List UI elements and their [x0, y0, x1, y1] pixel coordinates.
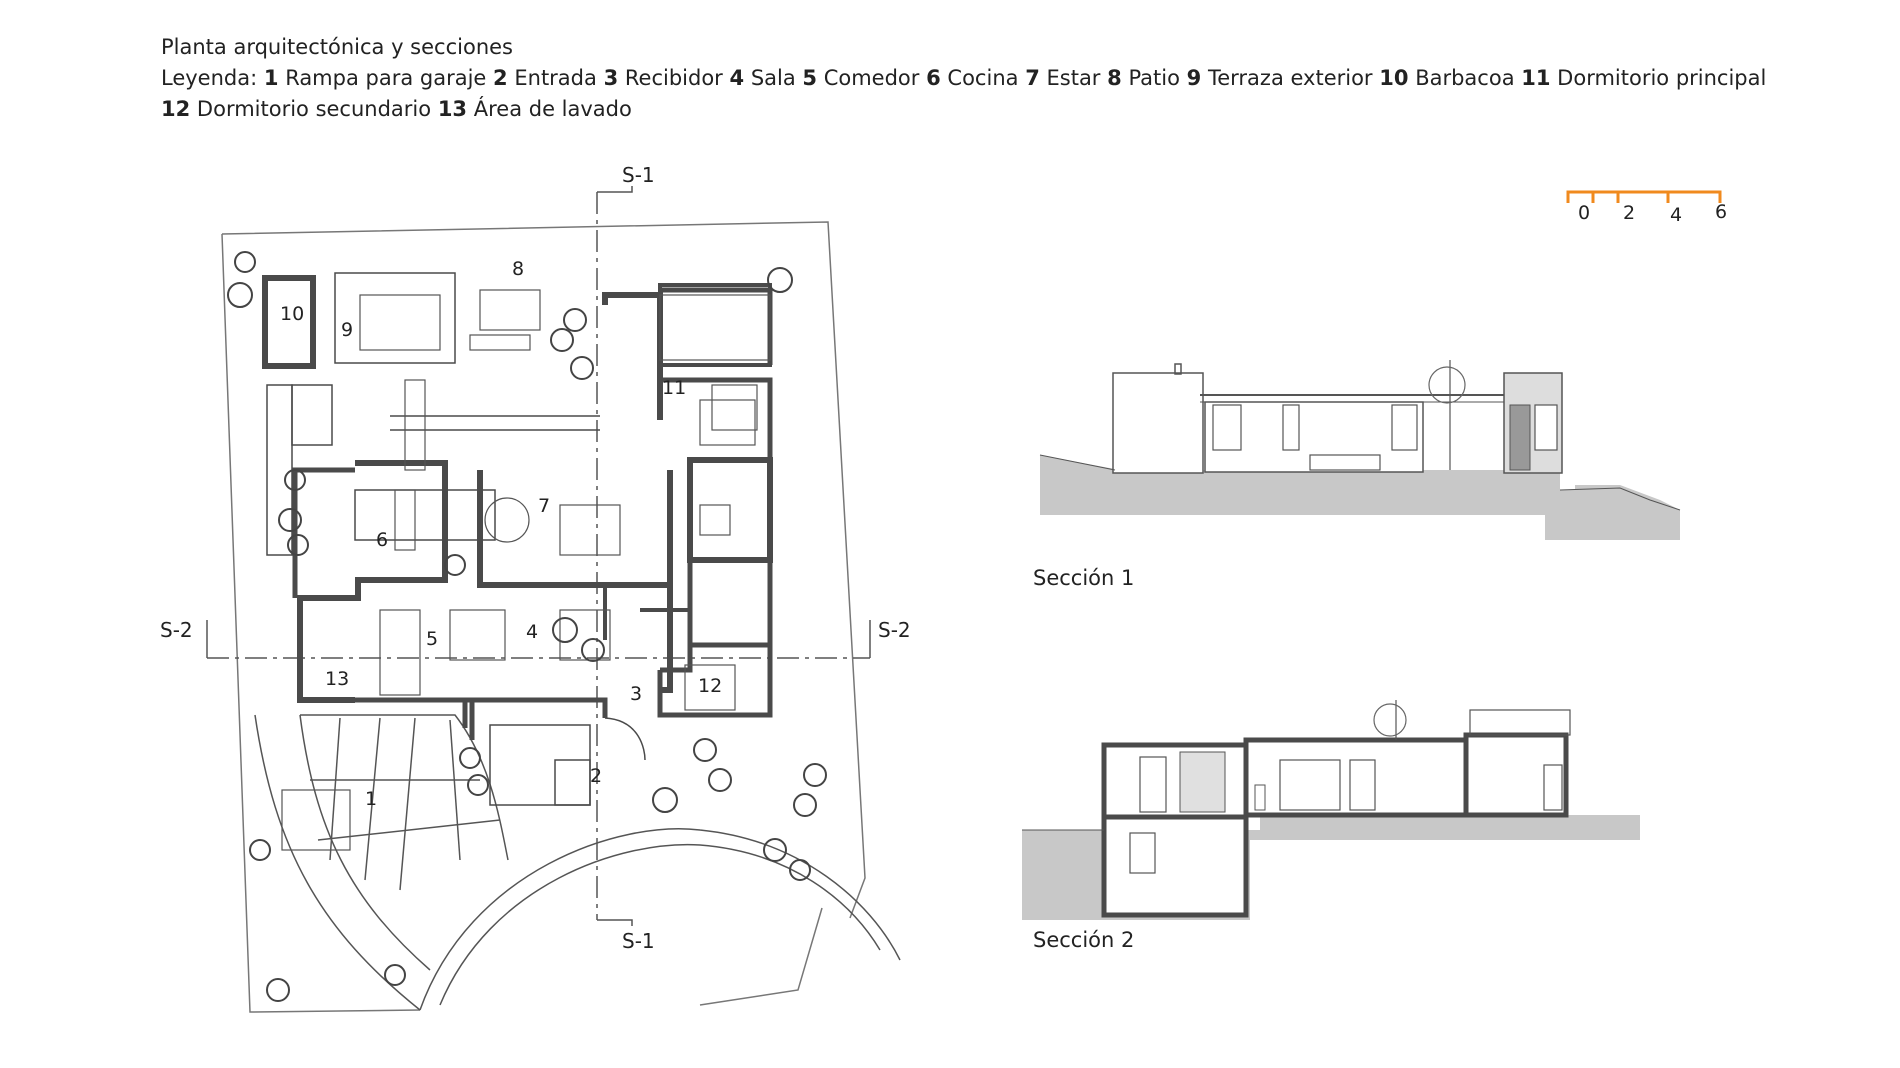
- site-boundary: [221, 221, 866, 1013]
- legend-num: 13: [437, 97, 468, 121]
- room-number: 12: [698, 675, 722, 697]
- legend-num: 8: [1107, 66, 1122, 90]
- scale-tick: 0: [1578, 202, 1590, 224]
- section-mark-s1-bottom: S-1: [622, 929, 655, 953]
- section-mark-s1-top: S-1: [622, 163, 655, 187]
- legend-num: 9: [1186, 66, 1202, 90]
- room-number: 10: [280, 303, 304, 325]
- room-number: 3: [630, 683, 642, 705]
- legend-header: Planta arquitectónica y secciones Leyend…: [161, 32, 1766, 125]
- legend-text: Sala: [750, 66, 796, 90]
- legend-num: 2: [493, 66, 508, 90]
- section-1-label: Sección 1: [1033, 566, 1134, 590]
- furniture: [281, 289, 771, 851]
- legend-text: Terraza exterior: [1207, 66, 1373, 90]
- section-line-s2: [206, 620, 871, 659]
- scale-tick: 4: [1670, 204, 1682, 226]
- page-title: Planta arquitectónica y secciones: [161, 35, 513, 59]
- legend-text: Dormitorio secundario: [196, 97, 432, 121]
- section-line-s1: [596, 186, 633, 926]
- scale-tick: 6: [1715, 201, 1727, 223]
- legend-num: 3: [603, 66, 619, 90]
- legend-text: Comedor: [823, 66, 920, 90]
- house-walls: [262, 272, 773, 806]
- legend-num: 11: [1521, 66, 1551, 90]
- room-number: 9: [341, 319, 353, 341]
- section-mark-s2-right: S-2: [878, 618, 911, 642]
- legend-num: 6: [926, 66, 941, 90]
- garage-ramp: [254, 714, 901, 1011]
- landscape-trees: [227, 251, 827, 1002]
- legend-label: Leyenda:: [161, 66, 258, 90]
- legend-num: 7: [1025, 66, 1040, 90]
- legend-num: 10: [1379, 66, 1409, 90]
- legend-text: Barbacoa: [1415, 66, 1515, 90]
- room-number: 4: [526, 621, 538, 643]
- scale-bar: 0 2 4 6: [1566, 190, 1727, 226]
- room-number: 7: [538, 495, 550, 517]
- room-number: 5: [426, 628, 438, 650]
- legend-num: 4: [729, 66, 745, 90]
- room-number: 1: [365, 788, 377, 810]
- legend-num: 12: [161, 97, 191, 121]
- legend-text: Dormitorio principal: [1557, 66, 1767, 90]
- section-mark-s2-left: S-2: [160, 618, 193, 642]
- section-2-label: Sección 2: [1033, 928, 1134, 952]
- legend-line-1: Leyenda: 1 Rampa para garaje 2 Entrada 3…: [161, 63, 1766, 94]
- scale-tick: 2: [1623, 202, 1635, 224]
- legend-num: 1: [263, 66, 279, 90]
- room-number: 11: [662, 377, 686, 399]
- legend-text: Estar: [1046, 66, 1101, 90]
- legend-text: Entrada: [514, 66, 597, 90]
- section-mark-labels: S-1 S-1 S-2 S-2: [160, 163, 911, 953]
- legend-text: Recibidor: [624, 66, 723, 90]
- legend-line-2: 12 Dormitorio secundario 13 Área de lava…: [161, 94, 1766, 125]
- legend-num: 5: [802, 66, 818, 90]
- legend-text: Cocina: [947, 66, 1019, 90]
- room-number: 6: [376, 529, 388, 551]
- legend-text: Área de lavado: [473, 97, 632, 121]
- room-number-labels: 1 2 3 4 5 6 7 8 9 10 11 12 13: [280, 258, 722, 810]
- section-2-drawing: [1022, 700, 1640, 920]
- room-number: 2: [590, 765, 602, 787]
- room-number: 8: [512, 258, 524, 280]
- legend-text: Patio: [1128, 66, 1180, 90]
- section-1-drawing: [1039, 360, 1681, 540]
- legend-text: Rampa para garaje: [285, 66, 487, 90]
- room-number: 13: [325, 668, 349, 690]
